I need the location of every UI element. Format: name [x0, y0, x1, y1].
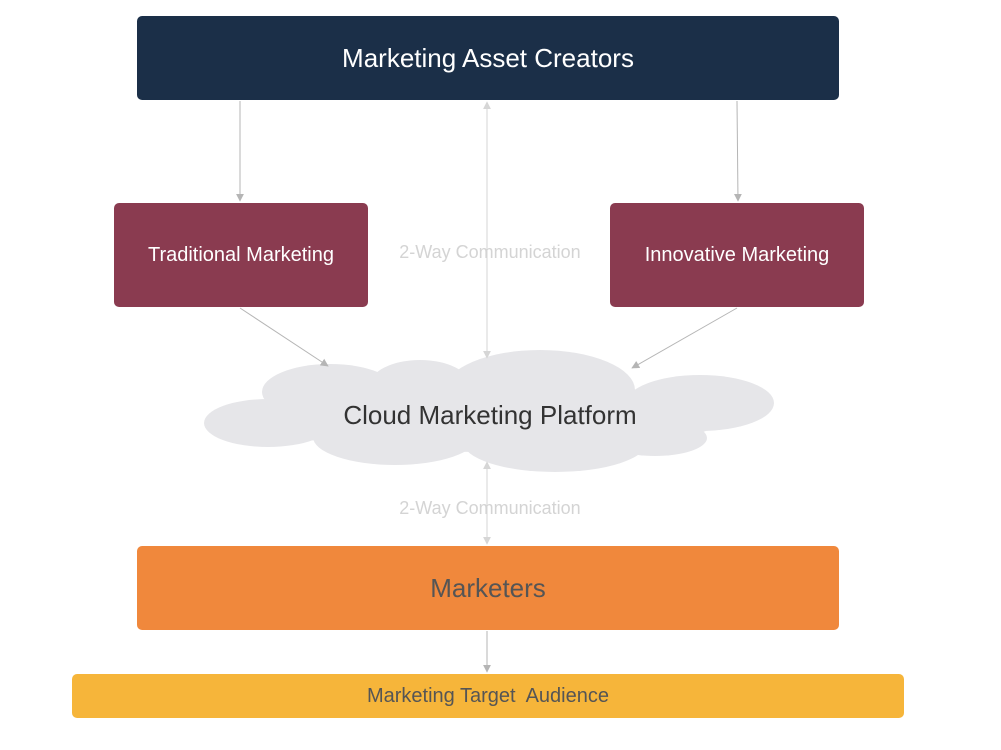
innovative-marketing-box: Innovative Marketing — [610, 203, 864, 307]
marketing-asset-creators-box: Marketing Asset Creators — [137, 16, 839, 100]
arrow-traditional-cloud — [239, 307, 329, 367]
marketers-box: Marketers — [137, 546, 839, 630]
arrow-innovative-cloud — [631, 307, 738, 369]
traditional-marketing-box: Traditional Marketing — [114, 203, 368, 307]
marketers-label: Marketers — [430, 572, 546, 603]
two-way-communication-label-bottom: 2-Way Communication — [399, 498, 581, 518]
two-way-communication-label-top: 2-Way Communication — [399, 242, 581, 262]
marketing-asset-creators-label: Marketing Asset Creators — [342, 42, 634, 73]
traditional-marketing-label: Traditional Marketing — [147, 243, 334, 266]
cloud-shape — [204, 350, 774, 472]
marketing-target-audience-label: Marketing Target Audience — [366, 684, 609, 707]
cloud-marketing-platform-label: Cloud Marketing Platform — [343, 399, 637, 430]
innovative-marketing-label: Innovative Marketing — [644, 243, 830, 266]
marketing-target-audience-box: Marketing Target Audience — [72, 674, 904, 718]
arrow-creators-innovative — [733, 100, 742, 202]
